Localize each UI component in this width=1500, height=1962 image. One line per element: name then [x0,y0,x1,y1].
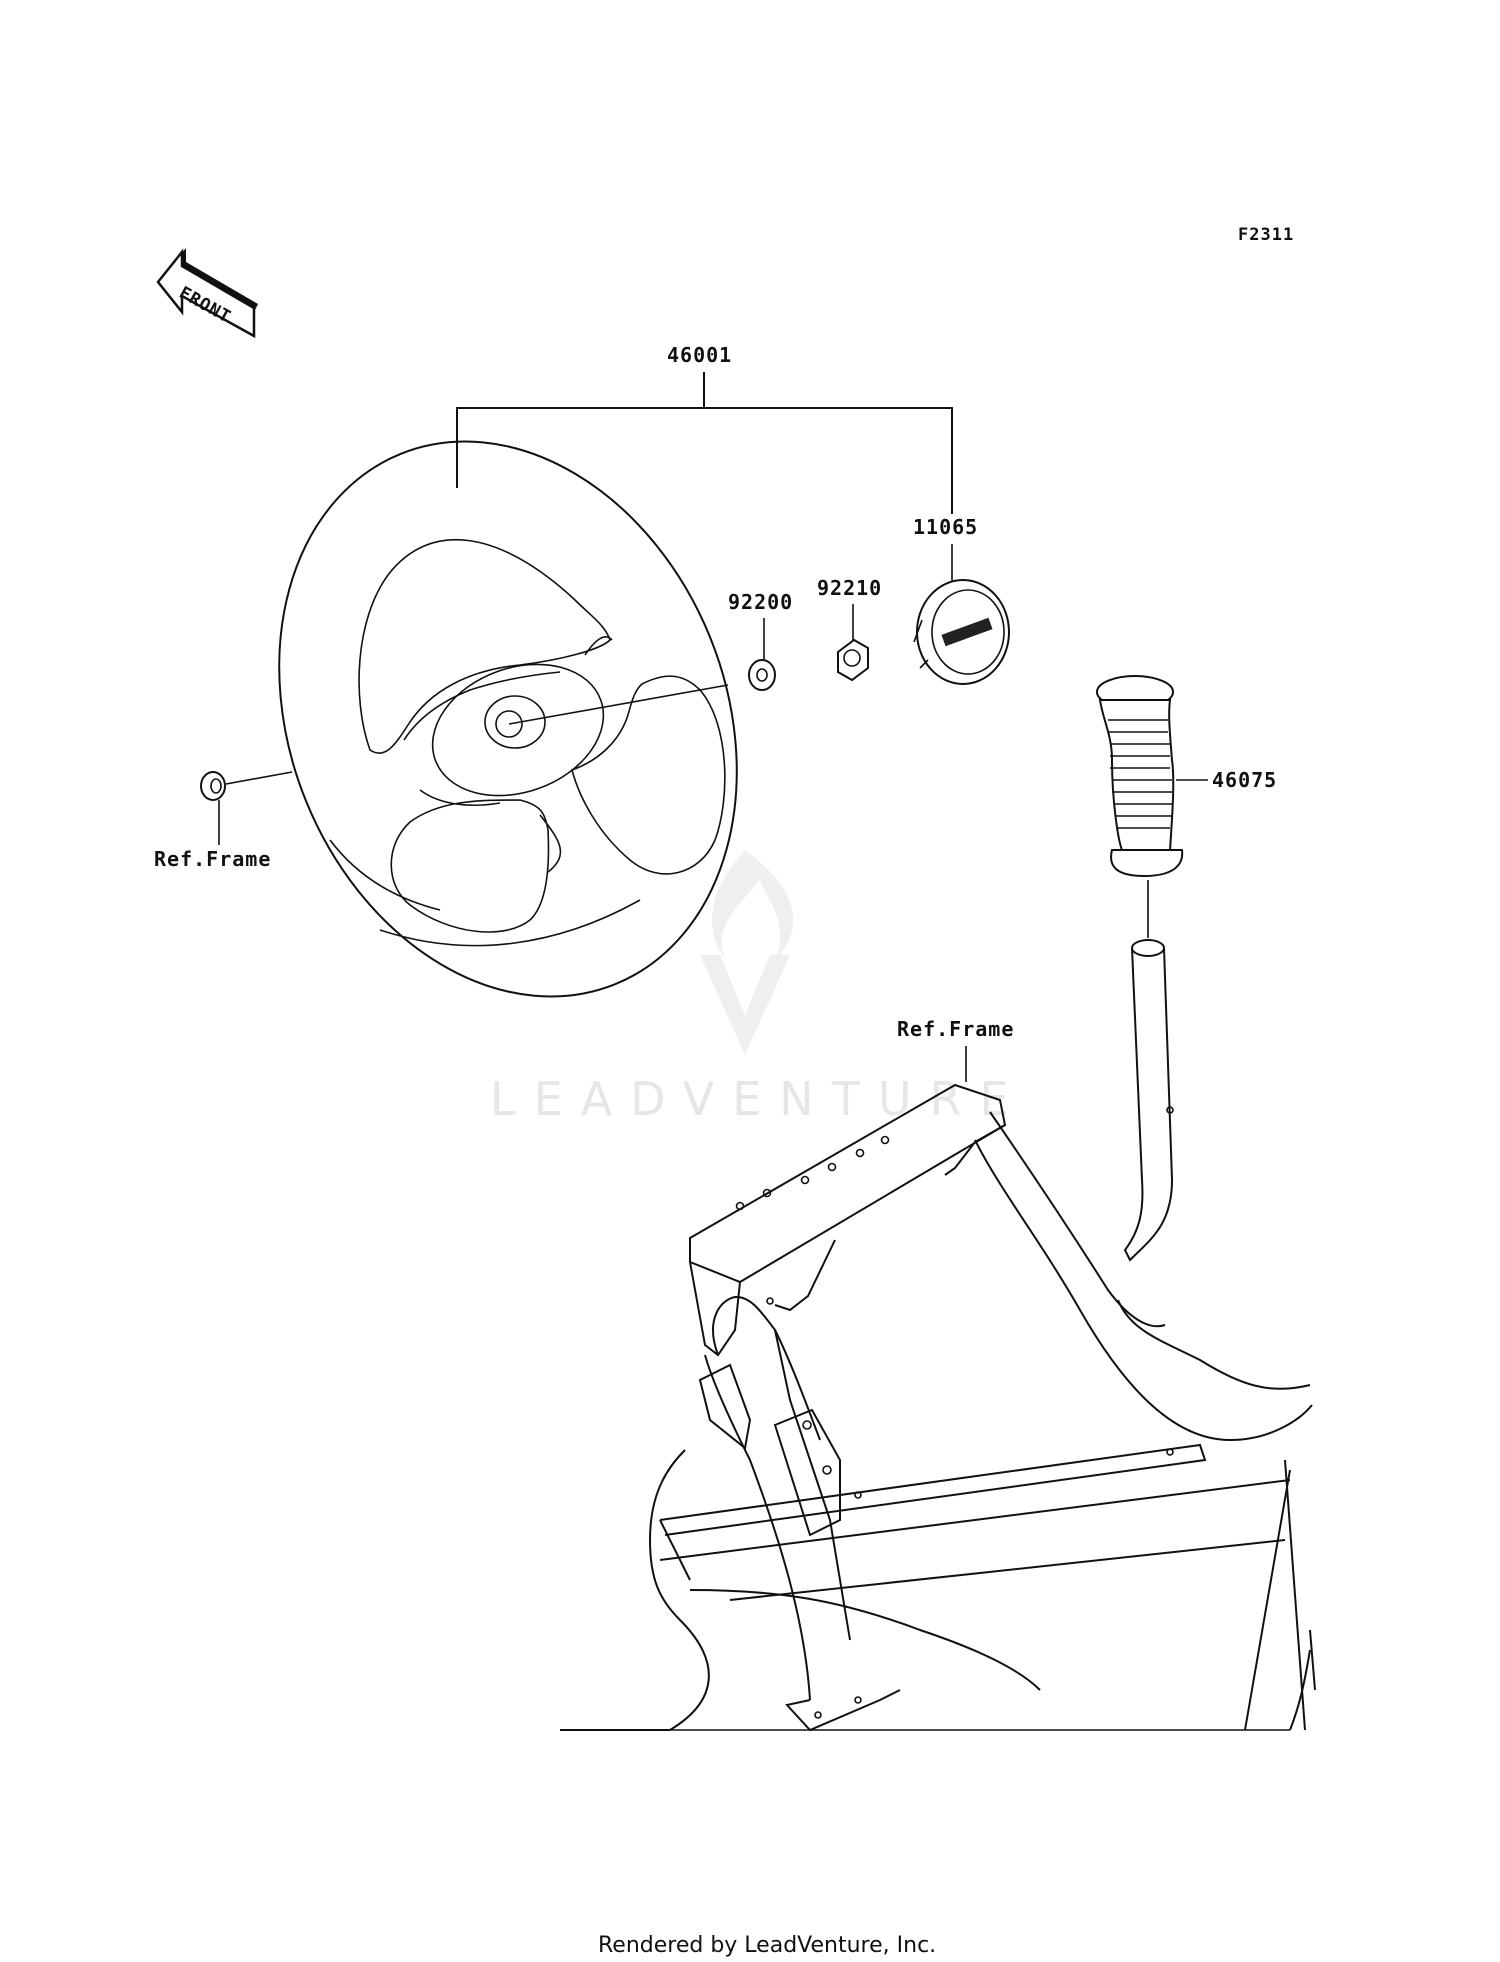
callout-92210: 92210 [817,576,882,600]
emblem-11065 [913,579,1010,685]
callout-46001: 46001 [667,343,732,367]
leadventure-watermark-logo [700,850,794,1055]
front-arrow-icon: FRONT [156,248,258,339]
callout-11065: 11065 [913,515,978,539]
callout-92200: 92200 [728,590,793,614]
watermark-text: LEADVENTURE [490,1072,1027,1126]
footer-credit: Rendered by LeadVenture, Inc. [598,1933,936,1958]
leader-92200-to-hub [508,684,729,725]
washer-92200 [748,659,776,691]
bracket-46001 [456,407,953,514]
ref-frame-washer-left [200,771,226,801]
frame-assembly [560,939,1316,1732]
callout-ref-frame-left: Ref.Frame [154,847,271,871]
leader-ref-frame-left [225,771,293,785]
callout-46075: 46075 [1212,768,1277,792]
callout-ref-frame-right: Ref.Frame [897,1017,1014,1041]
steering-wheel [278,440,738,998]
nut-92210 [837,638,869,682]
grip-46075 [1096,675,1184,878]
diagram-code: F2311 [1238,225,1294,245]
